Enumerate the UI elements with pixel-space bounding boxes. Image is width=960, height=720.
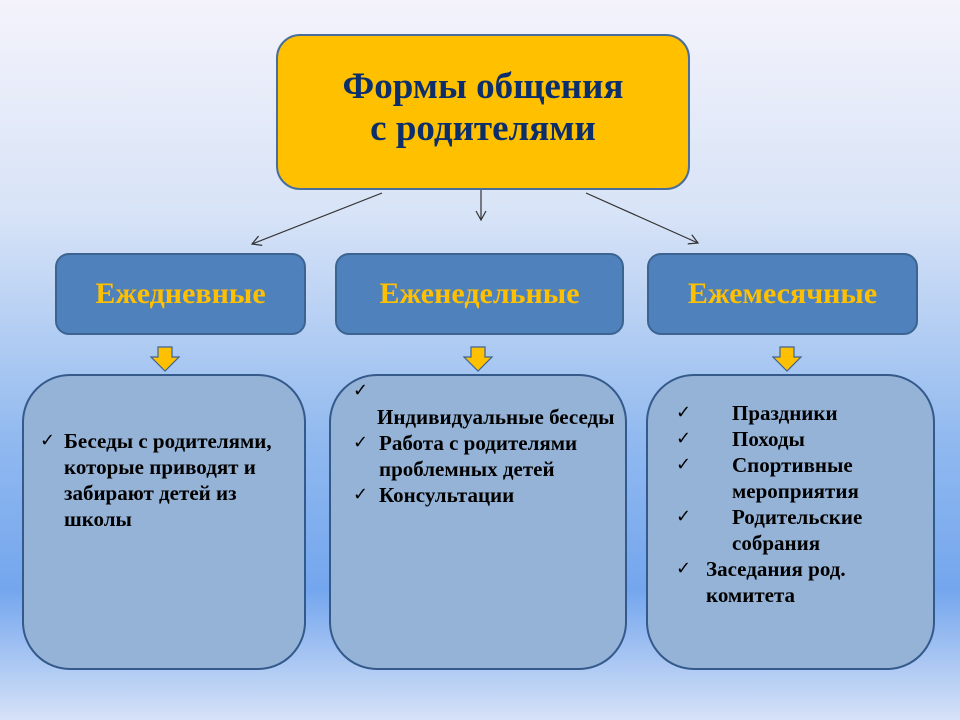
block-down-arrow-icon xyxy=(150,346,180,372)
category-daily: Ежедневные xyxy=(55,253,306,335)
check-mark-icon: ✓ xyxy=(676,454,692,475)
check-mark-icon: ✓ xyxy=(676,506,692,527)
check-mark-icon: ✓ xyxy=(676,558,692,579)
check-mark-icon: ✓ xyxy=(676,428,692,449)
category-label: Ежедневные xyxy=(95,277,266,310)
check-mark-icon: ✓ xyxy=(353,432,369,453)
list-item: ✓Родительские собрания xyxy=(676,505,863,555)
list-item: ✓Праздники xyxy=(676,401,838,425)
block-down-arrow-icon xyxy=(772,346,802,372)
monthly-list: ✓Праздники ✓Походы ✓Спортивные мероприят… xyxy=(646,374,935,670)
category-monthly: Ежемесячные xyxy=(647,253,918,335)
block-down-arrow-icon xyxy=(463,346,493,372)
daily-list: ✓Беседы с родителями, которые приводят и… xyxy=(22,374,306,670)
check-mark-icon: ✓ xyxy=(353,484,369,505)
list-item: ✓Консультации xyxy=(353,483,515,507)
list-item: ✓Индивидуальные беседы xyxy=(353,380,615,429)
check-mark-icon: ✓ xyxy=(40,430,56,451)
root-title: Формы общения с родителями xyxy=(342,66,624,149)
category-label: Ежемесячные xyxy=(687,277,878,310)
list-item: ✓Заседания род. комитета xyxy=(676,557,846,607)
list-item: ✓Спортивные мероприятия xyxy=(676,453,859,503)
category-label: Еженедельные xyxy=(379,277,580,310)
list-item: ✓Беседы с родителями, которые приводят и… xyxy=(40,429,272,531)
weekly-list: ✓Индивидуальные беседы ✓Работа с родител… xyxy=(329,374,627,670)
connector-right xyxy=(585,192,700,245)
check-mark-icon: ✓ xyxy=(353,380,369,401)
connector-left xyxy=(250,192,383,246)
root-node: Формы общения с родителями xyxy=(276,34,690,190)
list-item: ✓Походы xyxy=(676,427,805,451)
check-mark-icon: ✓ xyxy=(676,402,692,423)
list-item: ✓Работа с родителями проблемных детей xyxy=(353,431,578,481)
category-weekly: Еженедельные xyxy=(335,253,624,335)
